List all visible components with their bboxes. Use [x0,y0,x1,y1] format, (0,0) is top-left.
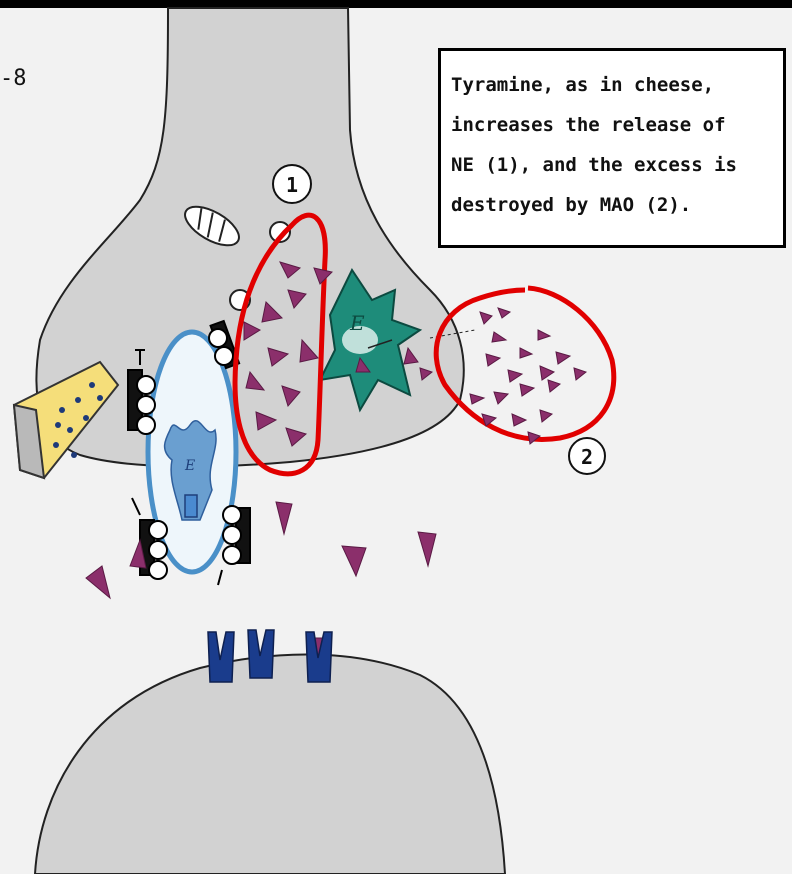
caption-line: NE (1), and the excess is [451,145,783,185]
marker-2-label: 2 [581,445,593,469]
svg-text:E: E [184,458,195,474]
marker-1-label: 1 [286,173,298,197]
figure-label: -8 [0,66,27,91]
enzyme-letter: E [349,311,365,335]
top-border [0,0,792,8]
receptors [208,630,332,682]
caption-box: Tyramine, as in cheese, increases the re… [438,48,786,248]
postsynaptic-cell [35,654,505,874]
caption-line: Tyramine, as in cheese, [451,65,783,105]
caption-line: increases the release of [451,105,783,145]
caption-line: destroyed by MAO (2). [451,185,783,225]
